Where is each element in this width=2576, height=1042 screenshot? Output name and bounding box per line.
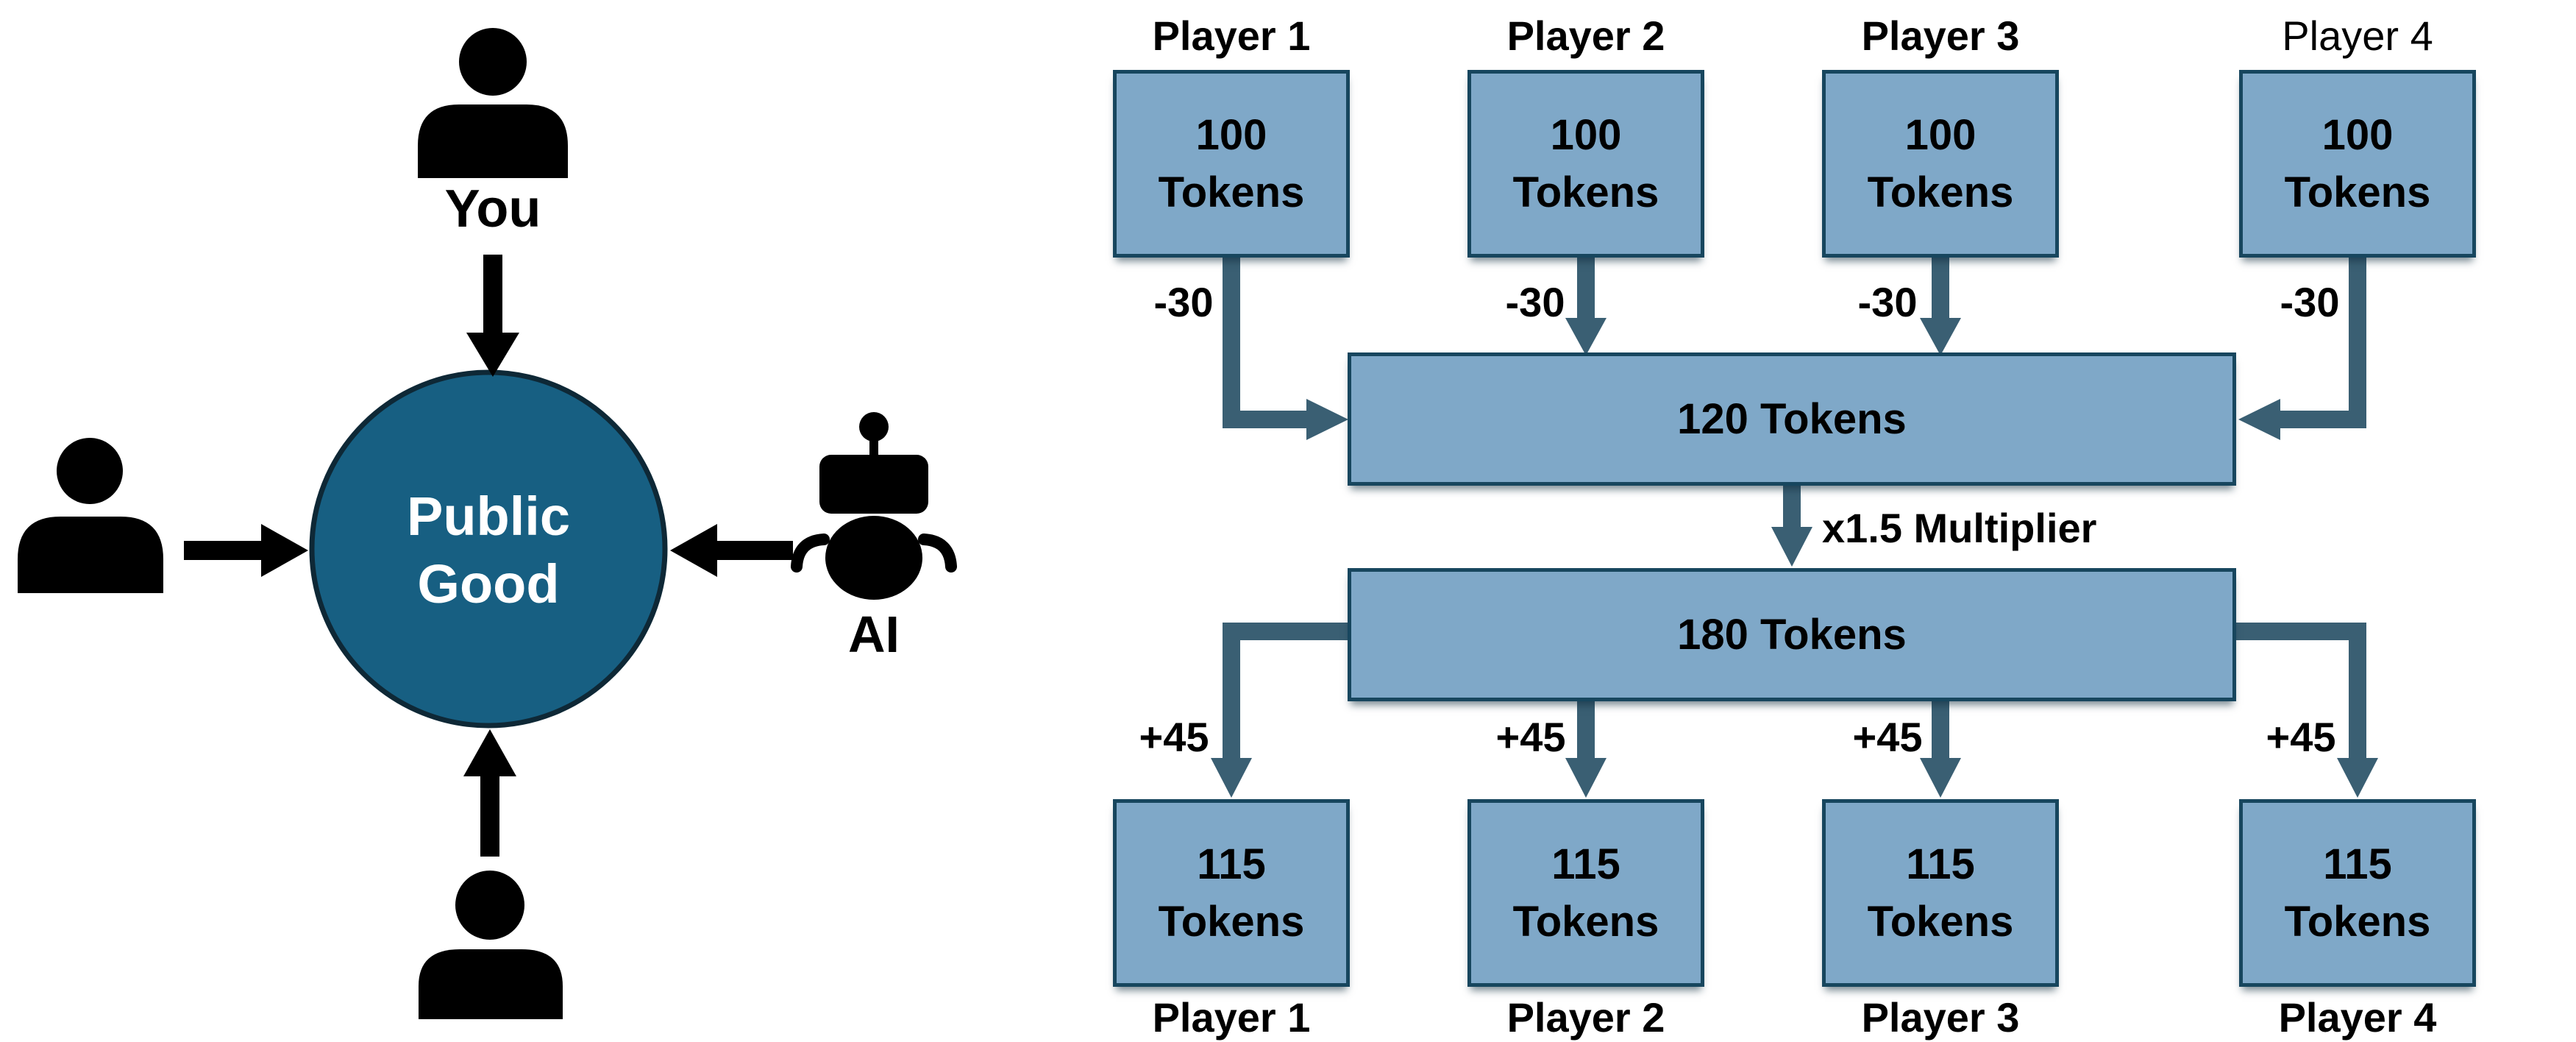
player-2-payout-label: +45	[1495, 714, 1566, 760]
token-amount: 115	[2323, 840, 2392, 888]
contribution-arrow-top	[466, 255, 519, 377]
token-amount: 115	[1197, 840, 1266, 888]
player-4-contribution-label: -30	[2280, 279, 2340, 325]
token-amount: 100	[1550, 110, 1622, 159]
token-unit: Tokens	[1512, 168, 1659, 216]
player-2-top-label: Player 2	[1506, 13, 1665, 59]
token-unit: Tokens	[2284, 897, 2431, 946]
player-3-end-tokens-box: 115 Tokens	[1822, 799, 2059, 987]
token-amount: 115	[1906, 840, 1975, 888]
player-1-start-tokens-box: 100 Tokens	[1113, 70, 1350, 258]
token-unit: Tokens	[1158, 897, 1305, 946]
player-3-payout-label: +45	[1852, 714, 1923, 760]
token-unit: Tokens	[1158, 168, 1305, 216]
token-unit: Tokens	[1867, 168, 2014, 216]
player-1-payout-label: +45	[1139, 714, 1209, 760]
player-3-start-tokens-box: 100 Tokens	[1822, 70, 2059, 258]
token-unit: Tokens	[2284, 168, 2431, 216]
player-1-top-label: Player 1	[1152, 13, 1311, 59]
player-2-end-tokens-box: 115 Tokens	[1467, 799, 1704, 987]
multiplier-label: x1.5 Multiplier	[1822, 505, 2097, 551]
player-3-top-label: Player 3	[1861, 13, 2020, 59]
player-4-payout-label: +45	[2266, 714, 2336, 760]
person-icon	[18, 438, 163, 593]
pool-after-multiplier-box: 180 Tokens	[1348, 568, 2236, 701]
person-icon	[418, 28, 568, 178]
pool-before-multiplier-box: 120 Tokens	[1348, 352, 2236, 486]
person-icon	[419, 871, 563, 1019]
public-good-label: Public Good	[312, 483, 665, 618]
robot-icon	[791, 412, 957, 600]
player-1-end-tokens-box: 115 Tokens	[1113, 799, 1350, 987]
player-3-contribution-label: -30	[1857, 279, 1918, 325]
you-label: You	[444, 180, 541, 238]
public-good-circle	[309, 369, 668, 729]
public-good-label-line2: Good	[417, 553, 560, 614]
player-2-start-tokens-box: 100 Tokens	[1467, 70, 1704, 258]
player-4-bottom-label: Player 4	[2278, 994, 2437, 1041]
player-1-bottom-label: Player 1	[1152, 994, 1311, 1041]
token-unit: Tokens	[1867, 897, 2014, 946]
public-good-label-line1: Public	[406, 486, 571, 547]
token-unit: Tokens	[1512, 897, 1659, 946]
player-4-start-tokens-box: 100 Tokens	[2239, 70, 2476, 258]
player-1-contribution-label: -30	[1153, 279, 1214, 325]
token-amount: 100	[1195, 110, 1267, 159]
player-2-bottom-label: Player 2	[1506, 994, 1665, 1041]
token-amount: 100	[2321, 110, 2394, 159]
player-4-end-tokens-box: 115 Tokens	[2239, 799, 2476, 987]
player-3-bottom-label: Player 3	[1861, 994, 2020, 1041]
flow-arrows	[1211, 258, 2378, 798]
player-4-top-label: Player 4	[2282, 13, 2433, 59]
ai-label: AI	[848, 606, 900, 663]
player-2-contribution-label: -30	[1505, 279, 1565, 325]
contribution-arrow-bottom	[463, 729, 516, 857]
token-amount: 115	[1551, 840, 1620, 888]
contribution-arrow-right	[670, 524, 793, 577]
contribution-arrow-left	[184, 524, 308, 577]
token-amount: 100	[1904, 110, 1977, 159]
